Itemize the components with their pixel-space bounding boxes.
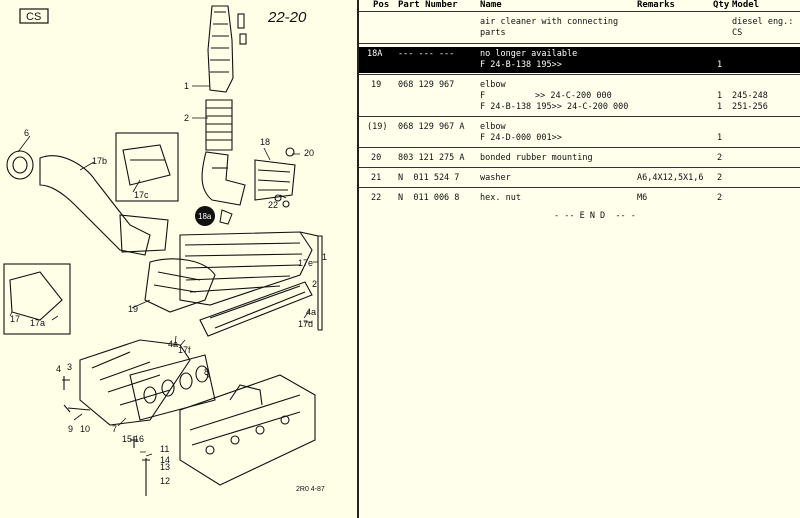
row-rule	[359, 74, 800, 75]
header-qty: Qty	[713, 0, 730, 10]
callout-14[interactable]: 14	[160, 455, 170, 465]
callout-20[interactable]: 20	[304, 148, 314, 158]
row-name: no longer available	[480, 49, 578, 59]
callout-4a-left[interactable]: 4a	[168, 339, 178, 349]
callout-3[interactable]: 3	[67, 362, 72, 372]
row-model2: 251-256	[732, 102, 768, 112]
callout-2b[interactable]: 2	[312, 279, 317, 289]
callout-19[interactable]: 19	[128, 304, 138, 314]
callout-18a[interactable]: 18a	[198, 212, 212, 221]
group-name-line2: parts	[480, 28, 506, 38]
row-qty: 2	[717, 173, 723, 183]
callout-10[interactable]: 10	[80, 424, 90, 434]
row-rule	[359, 116, 800, 117]
page-ref: 22-20	[267, 9, 307, 26]
table-row-19-alt[interactable]: (19) 068 129 967 A elbow F 24-D-000 001>…	[359, 122, 800, 146]
row-line2: F 24-B-138 195>>	[480, 60, 562, 70]
row-qty: 1	[717, 133, 723, 143]
table-row-18a-selected[interactable]: 18A --- --- --- no longer available F 24…	[359, 47, 800, 73]
row-sub2: F 24-B-138 195>> 24-C-200 000	[480, 102, 629, 112]
row-part: 803 121 275 A	[398, 153, 465, 163]
row-qty: 1	[717, 60, 723, 70]
row-part: 068 129 967 A	[398, 122, 465, 132]
section-code: CS	[26, 11, 41, 23]
table-row-22[interactable]: 22 N 011 006 8 hex. nut M6 2	[359, 193, 800, 205]
callout-16[interactable]: 16	[134, 434, 144, 444]
header-pos: Pos	[373, 0, 390, 10]
group-header-row: air cleaner with connecting parts diesel…	[359, 17, 800, 41]
row-qty: 2	[717, 193, 723, 203]
callout-17[interactable]: 17	[10, 314, 20, 324]
row-part: N 011 524 7	[398, 173, 460, 183]
callout-17d[interactable]: 17d	[298, 319, 313, 329]
callout-17e-upper[interactable]: 17e	[298, 258, 313, 268]
row-rule	[359, 187, 800, 188]
row-pos: 20	[371, 153, 382, 163]
end-marker: - -- E N D -- -	[359, 211, 800, 223]
callout-6[interactable]: 6	[24, 128, 29, 138]
row-name: hex. nut	[480, 193, 521, 203]
header-part-number: Part Number	[398, 0, 458, 10]
table-row-19[interactable]: 19 068 129 967 elbow F >> 24-C-200 000 1…	[359, 80, 800, 114]
callout-8[interactable]: 8	[204, 367, 209, 377]
table-row-20[interactable]: 20 803 121 275 A bonded rubber mounting …	[359, 153, 800, 165]
row-qty1: 1	[717, 91, 723, 101]
row-name: elbow	[480, 122, 506, 132]
row-pos: 18A	[367, 49, 383, 59]
table-header: Pos Part Number Name Remarks Qty Model	[359, 0, 800, 10]
end-text: - -- E N D -- -	[554, 211, 636, 221]
row-rule	[359, 147, 800, 148]
row-pos: 22	[371, 193, 382, 203]
row-qty: 2	[717, 153, 723, 163]
group-model-line2: CS	[732, 28, 743, 38]
footer-code: 2R0 4-87	[296, 486, 325, 493]
row-qty2: 1	[717, 102, 723, 112]
row-name: washer	[480, 173, 511, 183]
callout-18[interactable]: 18	[260, 137, 270, 147]
row-rule	[359, 167, 800, 168]
callout-17b[interactable]: 17b	[92, 156, 107, 166]
header-model: Model	[732, 0, 760, 10]
callout-2a[interactable]: 2	[184, 113, 189, 123]
header-rule	[359, 11, 800, 12]
callout-4[interactable]: 4	[56, 364, 61, 374]
callout-22[interactable]: 22	[268, 200, 278, 210]
row-remarks: M6	[637, 193, 648, 203]
parts-diagram-panel[interactable]: CS 22-20	[0, 0, 357, 518]
group-rule	[359, 43, 800, 44]
callout-7[interactable]: 7	[112, 424, 117, 434]
row-sub1: >> 24-C-200 000	[535, 91, 612, 101]
callout-15[interactable]: 15	[122, 434, 132, 444]
row-pos: 21	[371, 173, 382, 183]
row-line2: F 24-D-000 001>>	[480, 133, 562, 143]
row-pos: 19	[371, 80, 382, 90]
callout-1b[interactable]: 1	[322, 252, 327, 262]
row-name: bonded rubber mounting	[480, 153, 593, 163]
row-remarks: A6,4X12,5X1,6	[637, 173, 704, 183]
callout-17c[interactable]: 17c	[134, 190, 149, 200]
row-model1: 245-248	[732, 91, 768, 101]
row-part: --- --- ---	[398, 49, 455, 59]
callout-1a[interactable]: 1	[184, 81, 189, 91]
group-name-line1: air cleaner with connecting	[480, 17, 619, 27]
row-name: elbow	[480, 80, 506, 90]
row-part: N 011 006 8	[398, 193, 460, 203]
row-sub1-prefix: F	[480, 91, 486, 101]
row-pos: (19)	[367, 122, 388, 132]
callout-9[interactable]: 9	[68, 424, 73, 434]
callout-17a[interactable]: 17a	[30, 318, 45, 328]
panel-divider[interactable]	[357, 0, 359, 518]
row-part: 068 129 967	[398, 80, 455, 90]
callout-4a-right[interactable]: 4a	[306, 307, 316, 317]
group-model-line1: diesel eng.:	[732, 17, 794, 27]
callout-12[interactable]: 12	[160, 476, 170, 486]
parts-list-panel: Pos Part Number Name Remarks Qty Model a…	[359, 0, 800, 518]
table-row-21[interactable]: 21 N 011 524 7 washer A6,4X12,5X1,6 2	[359, 173, 800, 185]
header-remarks: Remarks	[637, 0, 675, 10]
exploded-view-diagram: CS 22-20	[3, 5, 327, 496]
callout-13[interactable]: 13	[160, 462, 170, 472]
callout-17f[interactable]: 17f	[178, 345, 191, 355]
header-name: Name	[480, 0, 502, 10]
callout-11[interactable]: 11	[160, 444, 169, 454]
